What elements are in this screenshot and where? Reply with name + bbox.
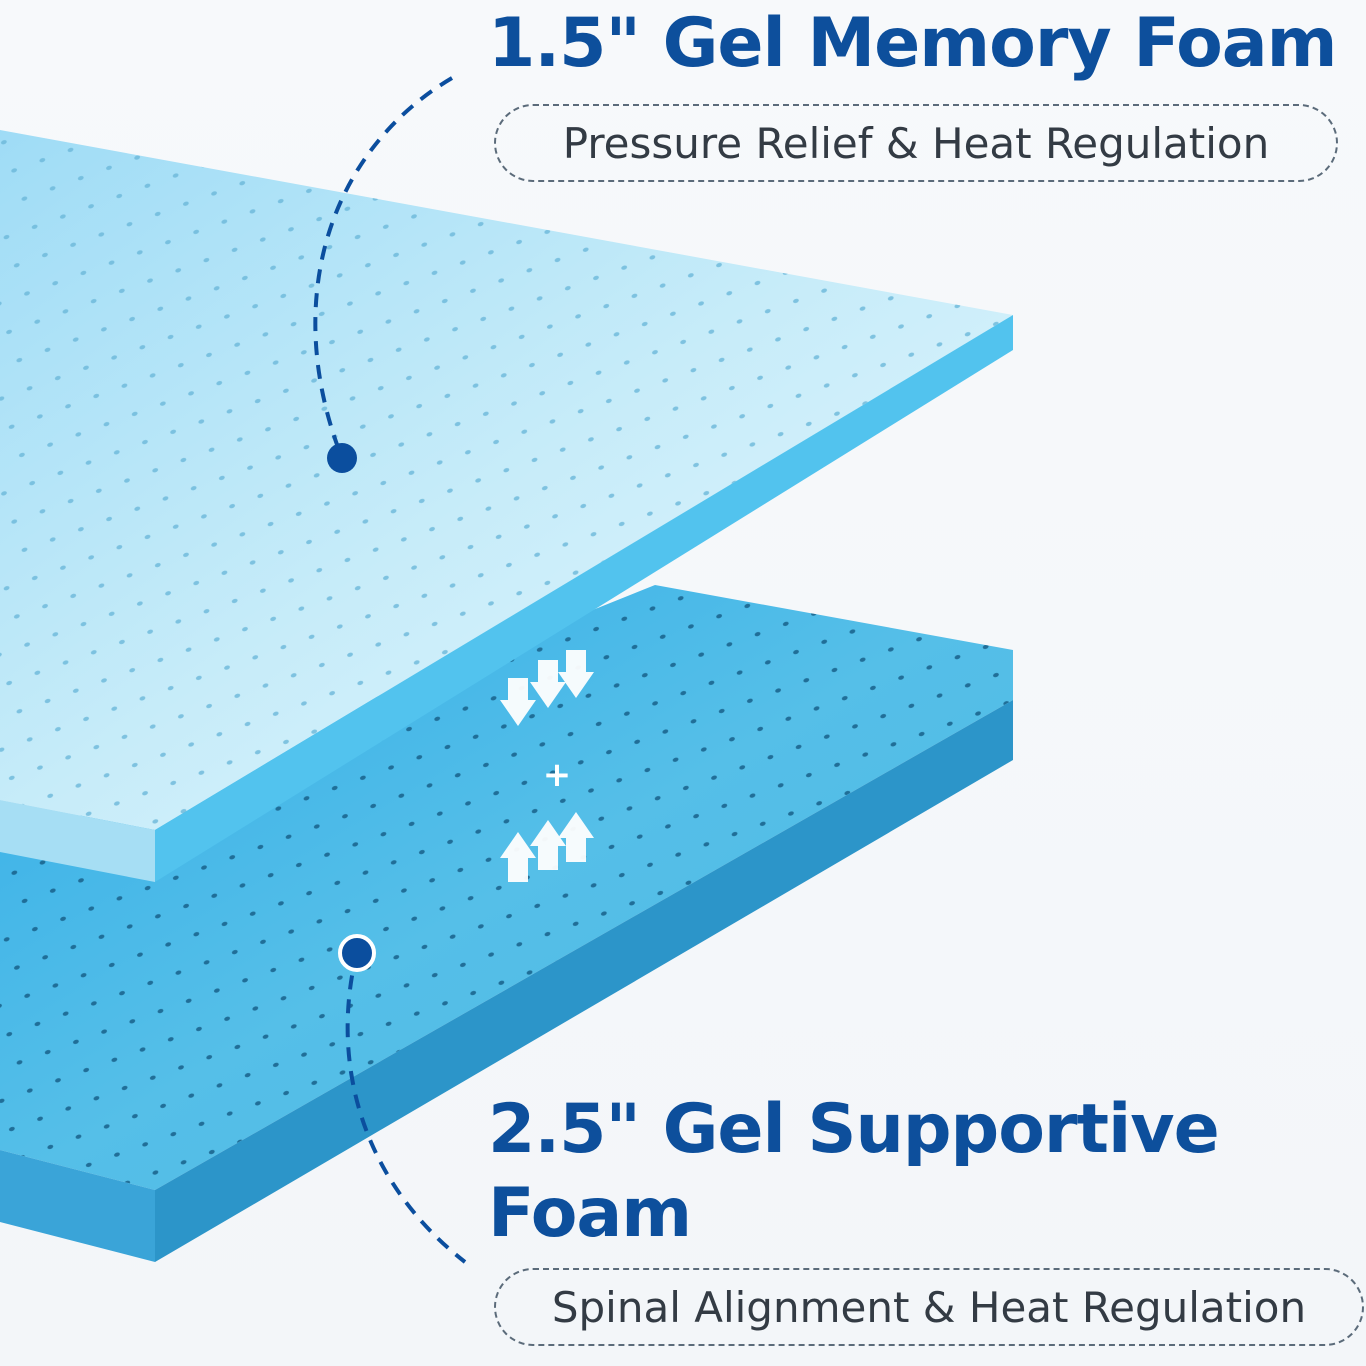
bottom-layer-subtitle-pill: Spinal Alignment & Heat Regulation [494,1268,1364,1346]
up-arrows-icon [500,812,594,882]
top-callout-line [313,76,454,459]
bottom-callout-line [345,951,467,1264]
top-layer-subtitle: Pressure Relief & Heat Regulation [562,118,1270,168]
top-foam-layer [0,130,1013,882]
bottom-foam-layer [0,585,1013,1262]
top-layer-title: 1.5" Gel Memory Foam [488,4,1338,83]
marker-dot-icon [338,934,376,972]
top-layer-subtitle-pill: Pressure Relief & Heat Regulation [494,104,1338,182]
bottom-layer-subtitle: Spinal Alignment & Heat Regulation [551,1282,1307,1332]
bottom-layer-title: 2.5" Gel Supportive Foam [488,1090,1220,1253]
marker-dot-icon [327,443,357,473]
svg-text:+: + [543,755,572,795]
down-arrows-icon [500,650,594,726]
plus-icon: + [543,755,572,795]
